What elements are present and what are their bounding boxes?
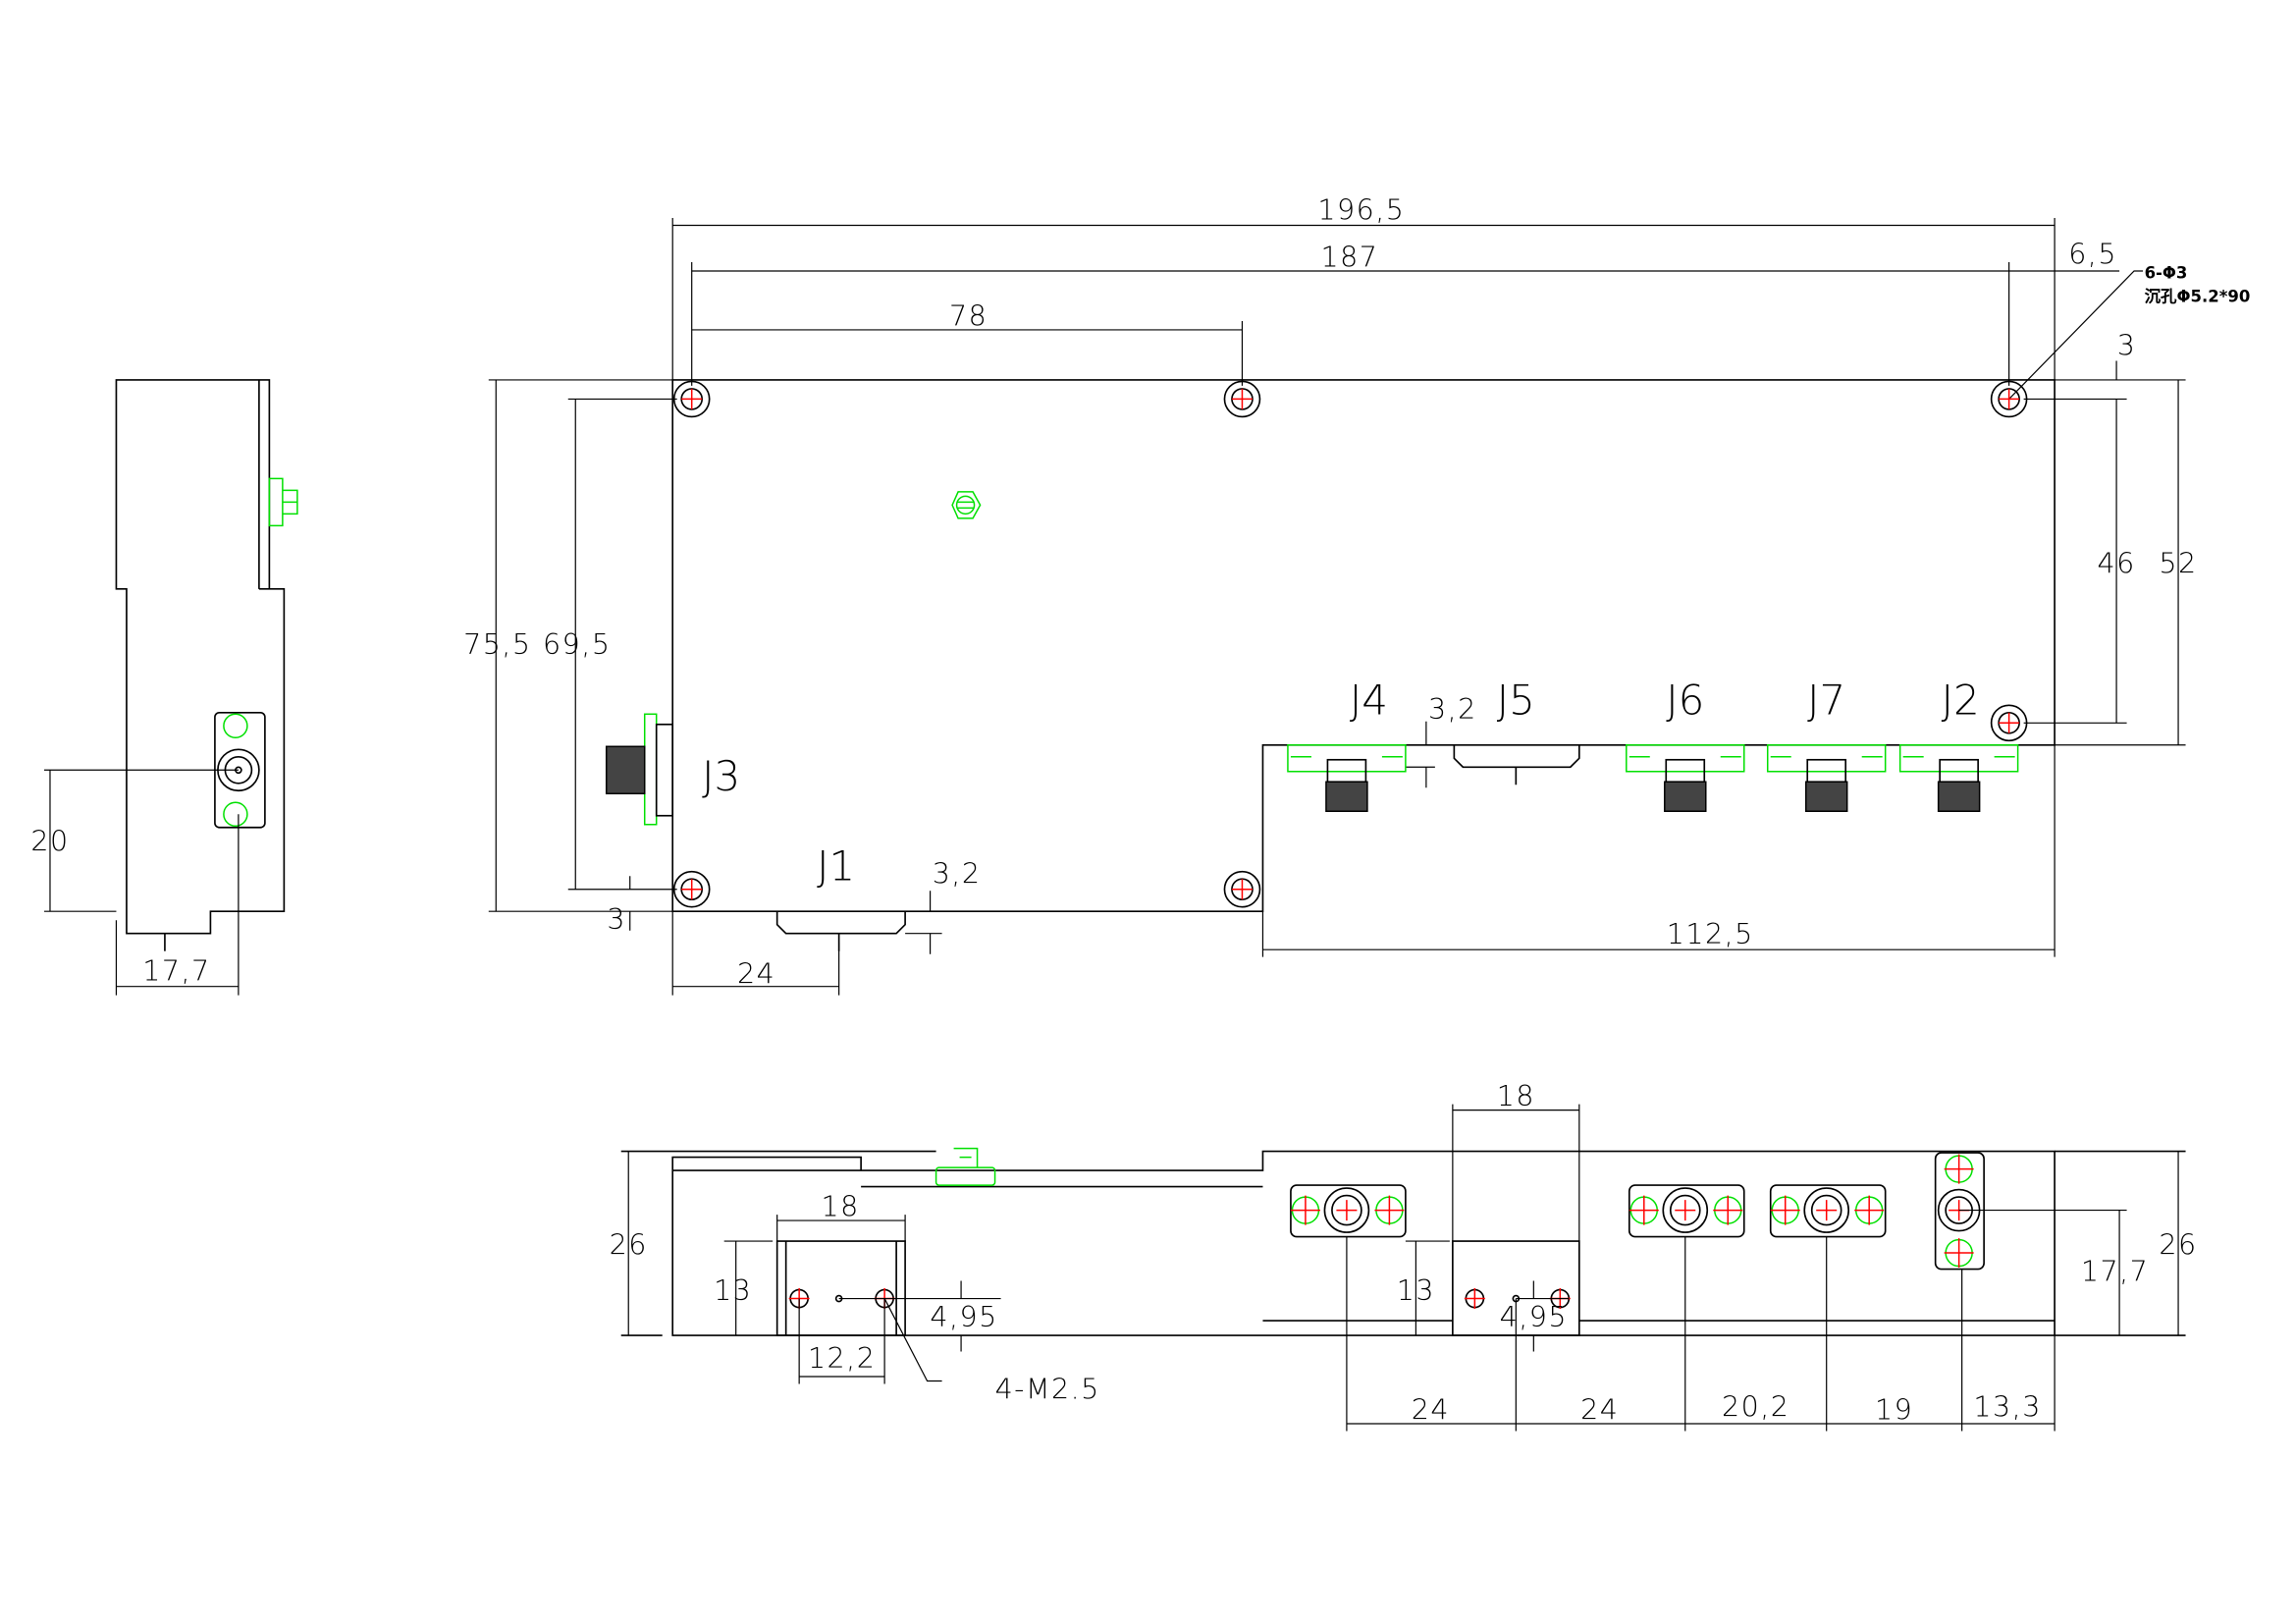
dimension-lines [495, 224, 2179, 988]
dim-hole-span-right: 46 [2097, 547, 2135, 579]
sma-connector [1287, 744, 1407, 813]
top-view-outline [671, 379, 2056, 913]
mounting-hole [1223, 380, 1261, 418]
dim-hole-span-left: 69,5 [543, 628, 611, 661]
j1-connector [775, 911, 906, 951]
label-j4: J4 [1350, 676, 1388, 724]
dim-overall-length: 196,5 [1317, 194, 1405, 227]
extension-lines [488, 218, 2186, 996]
dim-chain-4: 19 [1875, 1393, 1913, 1426]
side-green-screw-icon [268, 477, 298, 527]
hole-leader [2008, 270, 2144, 400]
side-view-outline [115, 379, 286, 935]
mounting-hole [1990, 704, 2028, 742]
front-view-outline [620, 1150, 2056, 1336]
dim-box-height-right: 13 [1397, 1274, 1435, 1307]
j2-connector-face [1934, 1152, 1985, 1271]
dim-overall-height: 75,5 [463, 628, 531, 661]
left-mount-box [775, 1240, 906, 1336]
dim-height-left: 26 [610, 1229, 648, 1262]
mounting-hole [672, 870, 711, 908]
dim-step-length: 112,5 [1667, 918, 1754, 950]
label-j6: J6 [1666, 676, 1704, 724]
note-thread: 4-M2.5 [995, 1373, 1100, 1405]
dim-connector-offset: 17,7 [142, 955, 210, 988]
connector-face [1628, 1184, 1745, 1238]
dim-hole-spacing: 12,2 [808, 1342, 876, 1375]
dim-chain-2: 24 [1580, 1393, 1619, 1426]
dim-right-hole-inset: 3 [2117, 329, 2137, 361]
dim-chain-5: 13,3 [1973, 1390, 2041, 1423]
dim-j2-height: 17,7 [2081, 1256, 2149, 1288]
label-j5: J5 [1497, 676, 1535, 724]
dim-pin-height-left: 4,95 [930, 1301, 997, 1333]
mounting-hole [1223, 870, 1261, 908]
dim-j1-offset: 24 [737, 958, 775, 991]
dim-box-width-right: 18 [1497, 1080, 1535, 1112]
mounting-hole [672, 380, 711, 418]
label-j7: J7 [1807, 676, 1845, 724]
dim-bottom-inset: 3 [607, 903, 626, 936]
mounting-hole [1990, 380, 2028, 418]
dim-box-width-left: 18 [822, 1191, 860, 1223]
note-countersink: 沉孔Φ5.2*90 [2145, 286, 2251, 305]
j3-connector [605, 713, 674, 826]
sma-connector [1898, 744, 2019, 813]
dim-height-right: 26 [2159, 1229, 2197, 1262]
dim-j5-pin: 3,2 [1428, 693, 1477, 726]
tapped-hole [1464, 1288, 1485, 1310]
label-j2: J2 [1942, 676, 1980, 724]
front-view: 26 26 17,7 18 18 13 13 4,95 4,95 12,2 4-… [610, 1080, 2197, 1432]
label-j3: J3 [702, 752, 740, 800]
front-green-nut-icon [934, 1147, 996, 1186]
top-view: 196,5 187 78 6,5 3 46 52 75,5 69,5 3 24 … [463, 194, 2250, 996]
sma-connector [1766, 744, 1887, 813]
j5-connector [1453, 744, 1580, 785]
note-holes: 6-Φ3 [2145, 263, 2188, 282]
label-j1: J1 [817, 842, 855, 891]
connector-face [1769, 1184, 1887, 1238]
sma-connector [1626, 744, 1745, 813]
dim-j1-pin: 3,2 [933, 858, 982, 891]
front-dimension-lines [627, 1104, 2179, 1432]
dim-hole-span: 187 [1320, 241, 1378, 273]
dim-pin-height-right: 4,95 [1500, 1301, 1568, 1333]
side-view: 20 17,7 [30, 379, 298, 996]
dim-hole-offset: 78 [949, 299, 988, 332]
green-nut-icon [951, 491, 982, 519]
dim-chain-1: 24 [1412, 1393, 1450, 1426]
dim-edge-offset: 6,5 [2068, 238, 2117, 270]
dim-connector-height: 20 [30, 826, 69, 858]
dim-right-height: 52 [2159, 547, 2197, 579]
connector-face [1290, 1184, 1407, 1238]
dim-box-height-left: 13 [714, 1274, 752, 1307]
dim-chain-3: 20,2 [1722, 1390, 1789, 1423]
